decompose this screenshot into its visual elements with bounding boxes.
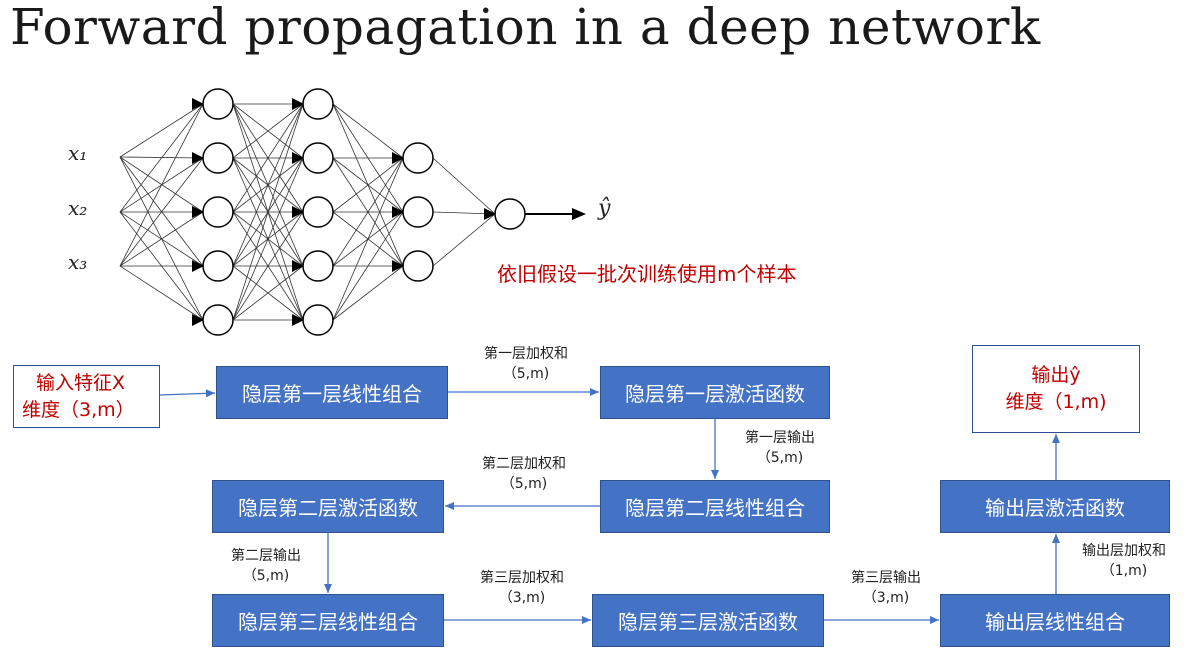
output-yhat-label: 输出ŷ: [1031, 364, 1081, 386]
network-edge: [232, 211, 304, 321]
neuron-node: [202, 196, 234, 228]
layer1-weighted-sum-label: 第一层加权和 （5,m): [466, 344, 586, 384]
network-edge: [432, 213, 496, 267]
layer3-weighted-sum-dim: （3,m): [498, 590, 546, 606]
network-edge: [119, 211, 204, 267]
page-title: Forward propagation in a deep network: [10, 0, 1041, 56]
layer3-output-text: 第三层输出: [851, 570, 921, 586]
network-edge: [232, 103, 304, 267]
network-edge: [332, 157, 404, 267]
hidden-layer2-linear-box: 隐层第二层线性组合: [600, 480, 830, 533]
network-edge: [432, 157, 496, 215]
neuron-input-arrowhead: [392, 152, 404, 164]
network-edge: [332, 157, 404, 213]
output-yhat-box: 输出ŷ 维度（1,m): [972, 345, 1140, 433]
neuron-input-arrowhead: [192, 152, 204, 164]
output-weighted-sum-label: 输出层加权和 （1,m): [1064, 541, 1184, 581]
layer1-output-text: 第一层输出: [745, 430, 815, 446]
network-edge: [232, 157, 304, 321]
network-edge: [119, 103, 204, 267]
hidden-layer1-activation-box: 隐层第一层激活函数: [600, 366, 830, 419]
layer2-weighted-sum-dim: （5,m): [500, 476, 548, 492]
neuron-input-arrowhead: [292, 260, 304, 272]
neuron-input-arrowhead: [192, 314, 204, 326]
layer1-weighted-sum-text: 第一层加权和: [484, 346, 568, 362]
network-edge: [232, 103, 304, 321]
hidden-layer3-activation-box: 隐层第三层激活函数: [592, 594, 824, 647]
batch-assumption-note: 依旧假设一批次训练使用m个样本: [497, 262, 797, 286]
network-edge: [332, 157, 404, 321]
neuron-node: [302, 250, 334, 282]
neuron-input-arrowhead: [392, 206, 404, 218]
layer2-output-text: 第二层输出: [231, 548, 301, 564]
layer3-output-dim: （3,m): [862, 590, 910, 606]
input-label-x2: x₂: [68, 196, 87, 220]
neuron-node: [202, 88, 234, 120]
input-features-label: 输入特征X: [36, 371, 126, 394]
layer3-weighted-sum-label: 第三层加权和 （3,m): [460, 568, 584, 608]
input-label-x3: x₃: [68, 250, 87, 274]
neuron-input-arrowhead: [192, 206, 204, 218]
input-dimension-label: 维度（3,m）: [22, 398, 135, 421]
hidden-layer2-activation-box: 隐层第二层激活函数: [212, 480, 444, 533]
network-edge: [119, 103, 204, 158]
output-dimension-label: 维度（1,m): [1005, 391, 1107, 413]
network-edge: [332, 265, 404, 321]
input-label-x1: x₁: [68, 141, 87, 165]
hidden-layer3-linear-box: 隐层第三层线性组合: [212, 594, 444, 647]
neuron-input-arrowhead: [292, 98, 304, 110]
neuron-input-arrowhead: [292, 314, 304, 326]
neuron-input-arrowhead: [292, 206, 304, 218]
neuron-node: [202, 250, 234, 282]
output-label-yhat: ŷ: [597, 196, 611, 221]
neuron-input-arrowhead: [484, 208, 496, 220]
network-edge: [232, 265, 304, 321]
layer3-weighted-sum-text: 第三层加权和: [480, 570, 564, 586]
layer1-output-label: 第一层输出 （5,m): [728, 428, 832, 468]
network-edge: [119, 156, 204, 321]
layer2-output-label: 第二层输出 （5,m): [214, 546, 318, 586]
input-features-box: 输入特征X 维度（3,m）: [13, 365, 160, 428]
neuron-input-arrowhead: [192, 260, 204, 272]
network-edge: [332, 211, 404, 321]
neuron-node: [302, 304, 334, 336]
hidden-layer1-linear-box: 隐层第一层线性组合: [216, 366, 448, 419]
layer2-weighted-sum-text: 第二层加权和: [482, 456, 566, 472]
neuron-node: [302, 142, 334, 174]
layer2-output-dim: （5,m): [242, 568, 290, 584]
network-edge: [119, 265, 204, 321]
layer1-output-dim: （5,m): [756, 450, 804, 466]
neuron-node: [494, 198, 526, 230]
layer2-weighted-sum-label: 第二层加权和 （5,m): [462, 454, 586, 494]
output-weighted-sum-text: 输出层加权和: [1082, 543, 1166, 559]
neuron-input-arrowhead: [192, 98, 204, 110]
neuron-node: [402, 196, 434, 228]
neuron-node: [302, 196, 334, 228]
network-edge: [332, 103, 404, 159]
neuron-node: [402, 250, 434, 282]
neuron-node: [202, 142, 234, 174]
layer1-weighted-sum-dim: （5,m): [502, 366, 550, 382]
network-nodes: [192, 88, 526, 336]
network-edge: [119, 157, 204, 267]
network-edge: [232, 103, 304, 213]
output-layer-activation-box: 输出层激活函数: [940, 480, 1170, 533]
output-weighted-sum-dim: （1,m): [1100, 563, 1148, 579]
neuron-node: [402, 142, 434, 174]
layer3-output-label: 第三层输出 （3,m): [834, 568, 938, 608]
neuron-node: [302, 88, 334, 120]
neuron-input-arrowhead: [292, 152, 304, 164]
output-arrowhead: [572, 208, 586, 220]
output-layer-linear-box: 输出层线性组合: [940, 594, 1170, 647]
network-edges: [119, 103, 496, 321]
network-edge: [232, 103, 304, 159]
network-edge: [119, 103, 204, 213]
neuron-input-arrowhead: [392, 260, 404, 272]
neuron-node: [202, 304, 234, 336]
